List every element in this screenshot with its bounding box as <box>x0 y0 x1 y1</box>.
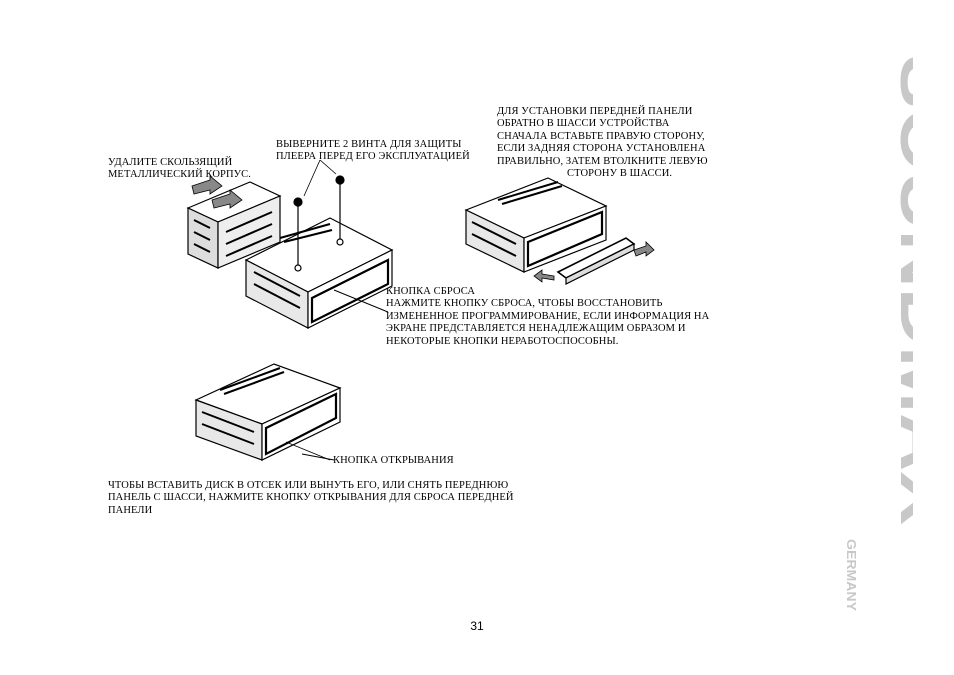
open-leader-line <box>301 453 335 461</box>
caption-line: если задняя сторона установлена <box>497 143 706 155</box>
caption-line: сначала вставьте правую сторону, <box>497 130 705 142</box>
brand-name: SOUNDMAX <box>887 55 913 525</box>
caption-open-button-title: Кнопка открывания <box>333 455 454 467</box>
caption-line: панели <box>108 504 153 516</box>
caption-open-button-body: Чтобы вставить диск в отсек или вынуть е… <box>108 480 514 517</box>
arrow-icon <box>191 175 243 209</box>
caption-line: Чтобы вставить диск в отсек или вынуть е… <box>108 480 509 491</box>
caption-line: обратно в шасси устройства <box>497 118 670 130</box>
caption-remove-screws: Выверните 2 винта для защиты плеера пере… <box>276 139 470 164</box>
brand-logo-svg: SOUNDMAX GERMANY <box>844 55 954 611</box>
caption-line: правильно, затем втолкните левую <box>497 155 708 167</box>
caption-line: сторону в шасси. <box>567 168 673 180</box>
caption-install-front-panel: Для установки передней панели обратно в … <box>497 106 708 180</box>
caption-line: металлический корпус. <box>108 169 251 181</box>
caption-title: Кнопка сброса <box>386 286 476 297</box>
unit-chassis-illustration <box>464 177 608 273</box>
caption-remove-sleeve: Удалите скользящий металлический корпус. <box>108 157 251 182</box>
page-number: 31 <box>470 619 484 633</box>
brand-logo: SOUNDMAX GERMANY <box>843 55 954 615</box>
caption-line: Удалите скользящий <box>108 157 233 168</box>
unit-with-sleeve-figure <box>186 160 394 329</box>
caption-line: Нажмите кнопку сброса, чтобы восстановит… <box>386 298 663 310</box>
caption-title: Кнопка открывания <box>333 455 454 466</box>
main-unit-illustration <box>244 217 394 329</box>
caption-line: панель с шасси, нажмите кнопку открывани… <box>108 492 514 504</box>
caption-line: измененное программирование, если информ… <box>386 310 710 322</box>
caption-line: Для установки передней панели <box>497 106 693 117</box>
brand-sub: GERMANY <box>844 539 859 611</box>
arrow-icon <box>533 241 655 283</box>
caption-reset-button: Кнопка сброса Нажмите кнопку сброса, что… <box>386 286 709 348</box>
caption-line: экране представляется ненадлежащим образ… <box>386 323 686 335</box>
brand-sub-logo: GERMANY <box>844 539 859 611</box>
open-button-figure <box>194 363 342 461</box>
caption-line: плеера перед его эксплуатацией <box>276 151 470 163</box>
caption-line: Выверните 2 винта для защиты <box>276 139 462 150</box>
front-panel-install-figure <box>464 177 655 285</box>
reset-leader-line <box>333 289 389 313</box>
screw-icon <box>293 175 345 272</box>
brand-name-logo: SOUNDMAX <box>887 55 954 525</box>
caption-line: некоторые кнопки неработоспособны. <box>386 335 619 347</box>
front-panel-illustration <box>556 237 636 285</box>
